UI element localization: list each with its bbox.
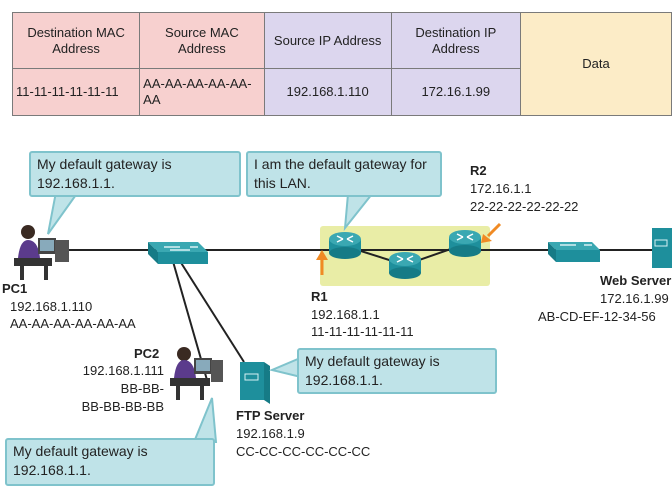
pc1-ip: 192.168.1.110 bbox=[10, 299, 93, 314]
callout-r1: I am the default gateway for this LAN. bbox=[246, 151, 442, 197]
router-middle-icon bbox=[389, 252, 421, 279]
r2-name: R2 bbox=[470, 163, 487, 178]
r2-interface-arrow bbox=[481, 222, 502, 243]
header-dest-ip: Destination IP Address bbox=[390, 12, 521, 69]
callout-pc1: My default gateway is 192.168.1.1. bbox=[29, 151, 241, 197]
callout-pc1-tail bbox=[47, 191, 80, 235]
value-dest-ip: 172.16.1.99 bbox=[390, 68, 521, 116]
pc1-mac: AA-AA-AA-AA-AA-AA bbox=[10, 316, 136, 331]
r1-mac: 11-11-11-11-11-11 bbox=[311, 324, 414, 339]
header-dest-mac: Destination MAC Address bbox=[11, 12, 141, 69]
router-r2-icon bbox=[449, 230, 481, 257]
callout-ftp: My default gateway is 192.168.1.1. bbox=[297, 348, 497, 394]
header-src-ip: Source IP Address bbox=[263, 12, 392, 69]
r1-name: R1 bbox=[311, 289, 328, 304]
web-name: Web Server bbox=[600, 273, 672, 288]
web-server-icon bbox=[652, 228, 672, 268]
callout-pc2-tail bbox=[192, 397, 218, 443]
ftp-server-icon bbox=[240, 362, 270, 404]
value-dest-mac: 11-11-11-11-11-11 bbox=[11, 68, 141, 116]
header-src-mac: Source MAC Address bbox=[139, 12, 265, 69]
wan-switch-icon bbox=[548, 242, 600, 262]
ftp-name: FTP Server bbox=[236, 408, 305, 423]
callout-pc2: My default gateway is 192.168.1.1. bbox=[5, 438, 215, 486]
frame-header-row: Destination MAC Address Source MAC Addre… bbox=[11, 12, 672, 116]
web-ip: 172.16.1.99 bbox=[600, 291, 669, 306]
web-mac: AB-CD-EF-12-34-56 bbox=[538, 309, 656, 324]
value-src-mac: AA-AA-AA-AA-AA-AA bbox=[139, 68, 265, 116]
r2-mac: 22-22-22-22-22-22 bbox=[470, 199, 579, 214]
pc2-name: PC2 bbox=[134, 346, 160, 361]
pc2-icon bbox=[170, 347, 223, 400]
pc1-name: PC1 bbox=[2, 281, 28, 296]
frame-value-row: 11-11-11-11-11-11 AA-AA-AA-AA-AA-AA 192.… bbox=[11, 68, 672, 116]
header-data: Data bbox=[519, 12, 672, 116]
pc2-ip: 192.168.1.111 bbox=[82, 363, 164, 378]
r2-ip: 172.16.1.1 bbox=[470, 181, 532, 196]
router-r1-icon bbox=[329, 232, 361, 259]
pc1-icon bbox=[14, 225, 69, 280]
callout-r1-tail bbox=[343, 193, 375, 232]
ftp-ip: 192.168.1.9 bbox=[236, 426, 305, 441]
frame-table: Destination MAC Address Source MAC Addre… bbox=[11, 12, 672, 116]
lan-switch-icon bbox=[148, 242, 208, 264]
value-src-ip: 192.168.1.110 bbox=[263, 68, 392, 116]
pc2-mac-line2: BB-BB-BB-BB bbox=[81, 399, 164, 414]
ftp-mac: CC-CC-CC-CC-CC-CC bbox=[236, 444, 371, 459]
link-switch-ftp bbox=[177, 257, 245, 363]
r1-interface-arrow bbox=[316, 250, 328, 275]
pc2-mac-line1: BB-BB- bbox=[120, 381, 164, 396]
r1-ip: 192.168.1.1 bbox=[311, 307, 380, 322]
